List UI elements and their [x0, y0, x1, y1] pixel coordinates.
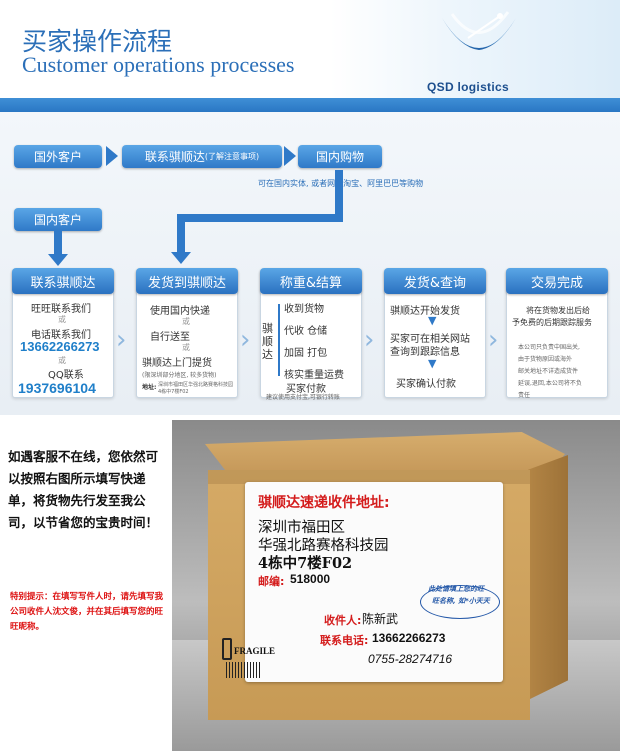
card-or: 或: [58, 315, 66, 324]
card-line: 予免费的后期跟踪服务: [512, 318, 592, 327]
label-address-line: 4栋中7楼F02: [258, 555, 353, 572]
pay-note: 建议使用支付宝,可银行转账: [266, 394, 340, 401]
step-card-title: 发货&查询: [384, 268, 486, 294]
disclaimer-line: 本公司只负责中国出关,: [518, 344, 580, 351]
satellite-logo-icon: [438, 8, 520, 68]
disclaimer-line: 延误,退回,本公司将不负: [518, 380, 582, 387]
domestic-customer-pill: 国内客户: [14, 208, 102, 231]
chevron-right-icon: ›: [240, 325, 251, 355]
postcode-value: 518000: [290, 572, 331, 586]
foreign-customer-label: 国外客户: [33, 150, 82, 164]
contact-note: (了解注意事项): [204, 152, 260, 161]
contact-label: 联系骐顺达: [144, 150, 205, 164]
barcode-icon: [226, 662, 260, 678]
shipping-label: [245, 482, 503, 682]
arrow-down-icon: ▼: [428, 314, 437, 327]
card-line: 骐顺达开始发货: [390, 306, 460, 317]
qq-number: 1937696104: [18, 380, 96, 396]
tel-value: 0755-28274716: [368, 652, 453, 666]
header-divider: [0, 98, 620, 112]
special-tip: 特别提示：在填写写件人时，请先填写我公司收件人沈文俊，并在其后填写您的旺旺昵称。: [10, 592, 164, 632]
card-line: 旺旺联系我们: [31, 304, 91, 315]
connector-line: [54, 231, 62, 256]
card-or: 或: [182, 343, 190, 352]
step-card-title: 称重&结算: [260, 268, 362, 294]
card-line: 核实重量运费: [284, 370, 344, 381]
label-title: 骐顺达速递收件地址:: [258, 495, 390, 511]
page-title-en: Customer operations processes: [22, 52, 295, 77]
domestic-shopping-pill: 国内购物: [298, 145, 382, 168]
disclaimer-line: 责任: [518, 392, 531, 399]
note-ellipse: [420, 585, 500, 619]
connector-line: [177, 214, 185, 254]
phone-label: 联系电话:: [320, 634, 369, 647]
connector-line: [335, 170, 343, 220]
bracket-line: [278, 304, 280, 376]
card-line: 自行送至: [150, 332, 190, 343]
postcode-label: 邮编:: [258, 575, 285, 588]
weigh-side-label: 骐顺达: [262, 322, 273, 361]
box-tape: [208, 470, 530, 484]
contact-pill: 联系骐顺达 (了解注意事项): [122, 145, 282, 168]
step-card-title: 发货到骐顺达: [136, 268, 238, 294]
label-address-line: 华强北路赛格科技园: [258, 538, 389, 554]
arrow-down-icon: ▼: [428, 357, 437, 370]
disclaimer-line: 邮关地址不详造成货件: [518, 368, 579, 375]
card-line: 查询到跟踪信息: [390, 347, 460, 358]
card-line: 将在货物发出后给: [526, 306, 590, 315]
phone-value: 13662266273: [372, 631, 446, 645]
box-side: [528, 455, 568, 700]
label-address-line: 深圳市福田区: [258, 520, 345, 536]
arrow-down-icon: [171, 252, 191, 264]
page-title-cn: 买家操作流程: [22, 27, 173, 56]
logo-text: QSD logistics: [427, 80, 509, 94]
pay-label: 买家付款: [286, 384, 326, 395]
wangwang-note: 此处请填上您的旺: [428, 585, 484, 593]
domestic-shopping-label: 国内购物: [315, 150, 364, 164]
notice-panel: [0, 420, 172, 751]
fragile-text: FRAGILE: [234, 646, 276, 656]
step-card-title: 联系骐顺达: [12, 268, 114, 294]
card-line: 收到货物: [284, 304, 324, 315]
qq-label: QQ联系: [48, 370, 84, 381]
arrow-down-icon: [48, 254, 68, 266]
wangwang-note: 旺名称, 如*小天天: [432, 597, 490, 605]
chevron-right-icon: ›: [488, 325, 499, 355]
connector-line: [177, 214, 343, 222]
card-line: 使用国内快递: [150, 306, 210, 317]
domestic-customer-label: 国内客户: [33, 213, 82, 227]
card-or: 或: [182, 317, 190, 326]
arrow-right-icon: [106, 146, 118, 166]
card-line: 买家可在相关网站: [390, 334, 470, 345]
address-small: 深圳市福田区华强北路赛格科技园4栋中7楼F02: [158, 382, 234, 395]
card-line: 电话联系我们: [31, 330, 91, 341]
card-line: 加固 打包: [284, 348, 328, 359]
address-label: 地址:: [142, 384, 157, 391]
recipient-label: 收件人:: [324, 614, 362, 627]
contact-phone: 13662266273: [20, 339, 100, 354]
card-line: 骐顺达上门提货: [142, 358, 212, 369]
recipient-value: 陈新武: [362, 612, 399, 626]
card-line: 代收 仓储: [284, 326, 328, 337]
chevron-right-icon: ›: [364, 325, 375, 355]
card-or: 或: [58, 356, 66, 365]
foreign-customer-pill: 国外客户: [14, 145, 102, 168]
card-line: 买家确认付款: [396, 379, 456, 390]
disclaimer-line: 由于货物原因或海外: [518, 356, 573, 363]
step-card-title: 交易完成: [506, 268, 608, 294]
fragile-glass-icon: [222, 638, 232, 660]
arrow-right-icon: [284, 146, 296, 166]
notice-text: 如遇客服不在线，您依然可以按照右图所示填写快递单，将货物先行发至我公司，以节省您…: [8, 449, 159, 530]
card-note: (限深圳部分地区, 较多货物): [142, 372, 217, 379]
chevron-right-icon: ›: [116, 325, 127, 355]
